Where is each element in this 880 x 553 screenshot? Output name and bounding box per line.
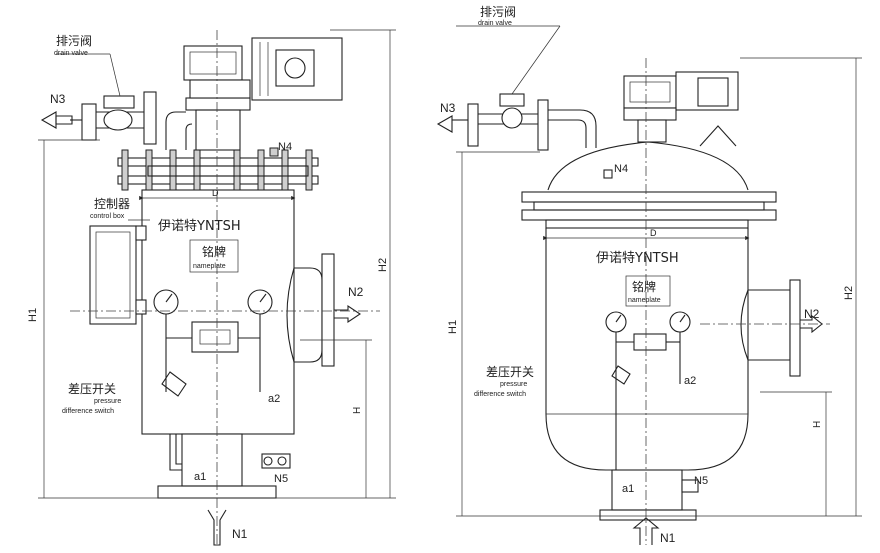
right-dp-switch-cn: 差压开关 — [486, 365, 534, 379]
left-a2-label: a2 — [268, 393, 280, 405]
left-gearbox — [183, 45, 243, 81]
left-n5-label: N5 — [274, 473, 288, 485]
left-outlet-flange — [321, 253, 335, 367]
left-n3-label: N3 — [50, 92, 66, 106]
right-nameplate-en: nameplate — [628, 297, 661, 304]
right-d-label: D — [650, 228, 657, 238]
left-motor — [251, 37, 343, 101]
right-filter-drawing — [436, 25, 862, 545]
left-dp-switch — [191, 321, 239, 353]
right-outlet-flange — [789, 279, 801, 377]
right-drain-valve — [501, 107, 523, 129]
left-control-box-cn: 控制器 — [94, 197, 130, 211]
right-labels: 排污阀 drain valve N3 N4 D 伊诺特YNTSH 铭牌 name… — [440, 5, 855, 545]
left-bottom-pipe — [181, 433, 243, 487]
left-control-box-en: control box — [90, 213, 125, 220]
left-d-label: D — [212, 188, 219, 198]
right-brand-label: 伊诺特YNTSH — [596, 251, 679, 266]
left-h1-label: H1 — [27, 308, 39, 322]
right-dp-switch — [633, 333, 667, 351]
left-h2-label: H2 — [377, 258, 389, 272]
right-n5-label: N5 — [694, 475, 708, 487]
left-filter-drawing — [38, 29, 396, 546]
right-dp-switch-en-2: difference switch — [474, 391, 526, 398]
right-h2-label: H2 — [843, 286, 855, 300]
left-control-box — [89, 225, 137, 325]
left-drain-valve-cn: 排污阀 — [56, 34, 92, 48]
right-h1-label: H1 — [447, 320, 459, 334]
left-drain-valve-en: drain valve — [54, 50, 88, 57]
right-drain-valve-en: drain valve — [478, 20, 512, 27]
right-n4-label: N4 — [614, 163, 628, 175]
left-drain-valve — [103, 95, 135, 109]
left-drain-flange — [143, 91, 157, 145]
left-brand-label: 伊诺特YNTSH — [158, 219, 241, 234]
right-h-label: H — [812, 421, 823, 428]
left-n4-label: N4 — [278, 141, 292, 153]
left-nameplate-cn: 铭牌 — [202, 244, 226, 259]
right-gearbox — [623, 75, 677, 109]
right-nameplate-cn: 铭牌 — [632, 279, 656, 294]
left-dp-switch-cn: 差压开关 — [68, 382, 116, 396]
right-drain-flange — [537, 99, 549, 151]
right-a1-label: a1 — [622, 483, 634, 495]
right-a2-label: a2 — [684, 375, 696, 387]
right-n3-label: N3 — [440, 101, 456, 115]
left-n1-label: N1 — [232, 527, 248, 541]
left-dp-switch-en-1: pressure — [94, 398, 121, 405]
left-labels: 排污阀 drain valve N3 N4 D 控制器 control box … — [27, 34, 389, 541]
right-dp-switch-en-1: pressure — [500, 381, 527, 388]
left-h-label: H — [352, 407, 363, 414]
left-dp-switch-en-2: difference switch — [62, 408, 114, 415]
left-a1-label: a1 — [194, 471, 206, 483]
left-nameplate-en: nameplate — [193, 263, 226, 270]
left-n2-label: N2 — [348, 285, 364, 299]
right-drain-valve-cn: 排污阀 — [480, 5, 516, 19]
right-n2-label: N2 — [804, 307, 820, 321]
left-support-frame — [195, 109, 241, 151]
right-n1-label: N1 — [660, 531, 676, 545]
